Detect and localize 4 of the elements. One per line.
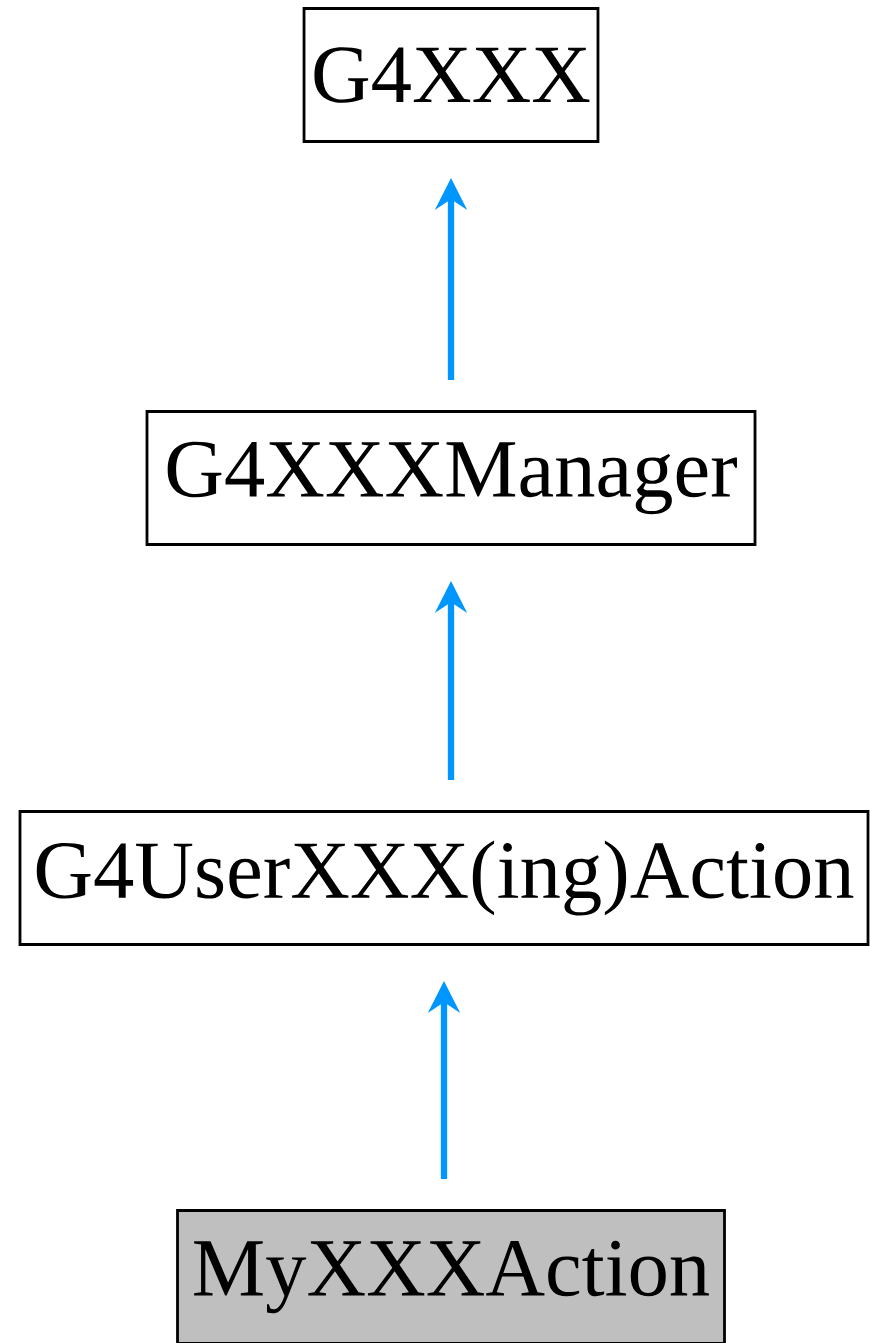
class-box: G4UserXXX(ing)Action [18,810,870,946]
class-box: MyXXXAction [176,1209,726,1343]
class-box: G4XXXManager [145,410,757,546]
class-box: G4XXX [302,7,600,143]
